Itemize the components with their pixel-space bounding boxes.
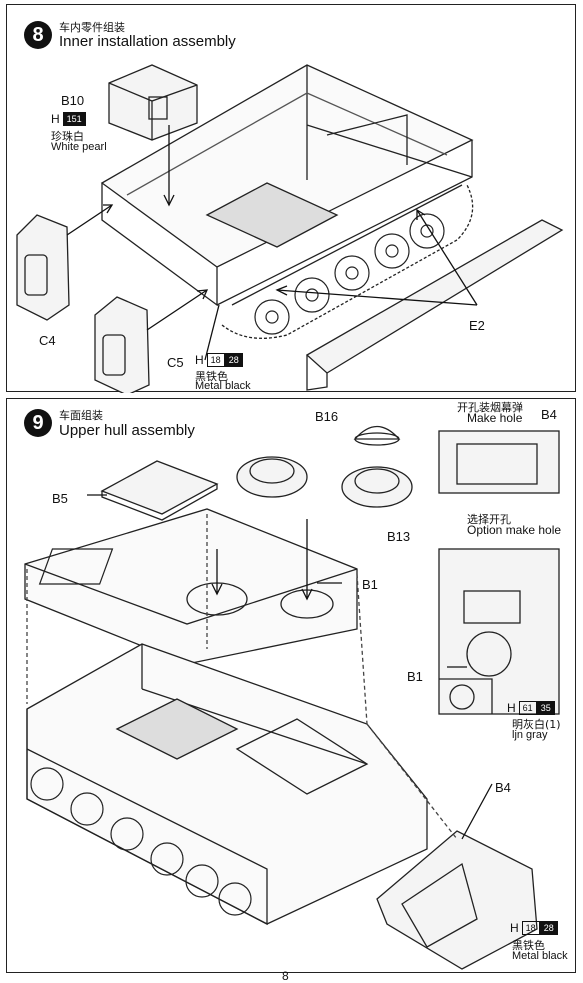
option-hole-en: Option make hole (467, 523, 562, 537)
part-label-b1-detail: B1 (407, 669, 423, 684)
paint-h-label: H (51, 112, 60, 126)
paint-h-label: H (195, 353, 204, 367)
step-8-panel: 8 车内零件组装 Inner installation assembly (6, 4, 576, 393)
part-label-c5: C5 (167, 355, 184, 370)
step-8-title-en: Inner installation assembly (59, 33, 236, 50)
part-label-b4-detail: B4 (541, 407, 557, 422)
make-hole-en: Make hole (467, 411, 523, 425)
paint-code-2: 28 (539, 921, 558, 935)
part-label-b16: B16 (315, 409, 339, 424)
paint-name-en: Metal black (195, 380, 251, 392)
part-label-c4: C4 (39, 333, 56, 348)
part-label-e2: E2 (469, 318, 485, 333)
step-9-title-en: Upper hull assembly (59, 422, 195, 439)
page-number: 8 (282, 969, 289, 983)
paint-code-1: 61 (518, 701, 537, 715)
paint-code: 151 (62, 112, 86, 126)
paint-chip-white-pearl: H 151 (51, 112, 86, 126)
paint-h-label: H (510, 921, 519, 935)
step-9-title-cn: 车面组装 (59, 409, 103, 422)
paint-code-2: 35 (536, 701, 555, 715)
step-9-illustration (24, 425, 560, 970)
step-8-illustration (16, 64, 564, 393)
paint-code-1: 18 (521, 921, 540, 935)
step-8-title-cn: 车内零件组装 (59, 21, 125, 34)
option-hole-cn: 选择开孔 (467, 513, 511, 526)
paint-h-label: H (507, 701, 516, 715)
part-label-b5: B5 (52, 491, 68, 506)
paint-chip-metal-black: H 18 28 (510, 921, 558, 935)
paint-name-cn: 明灰白(1) (512, 718, 561, 731)
part-label-b1: B1 (362, 577, 378, 592)
paint-chip-metal-black: H 18 28 (195, 353, 243, 367)
paint-name-cn: 黑铁色 (195, 370, 228, 383)
paint-name-en: ljn gray (512, 729, 548, 741)
part-label-b4: B4 (495, 780, 511, 795)
paint-name-cn: 珍珠白 (51, 130, 84, 143)
step-9-panel: 9 车面组装 Upper hull assembly (6, 398, 576, 973)
step-8-number: 8 (24, 21, 52, 49)
step-9-number: 9 (24, 409, 52, 437)
make-hole-cn: 开孔装烟幕弹 (457, 401, 523, 414)
paint-name-cn: 黑铁色 (512, 939, 545, 952)
paint-code-1: 18 (206, 353, 225, 367)
part-label-b10: B10 (61, 93, 85, 108)
paint-code-2: 28 (224, 353, 243, 367)
paint-name-en: White pearl (51, 141, 107, 153)
part-label-b13: B13 (387, 529, 411, 544)
paint-name-en: Metal black (512, 950, 568, 962)
paint-chip-ljn-gray: H 61 35 (507, 701, 555, 715)
